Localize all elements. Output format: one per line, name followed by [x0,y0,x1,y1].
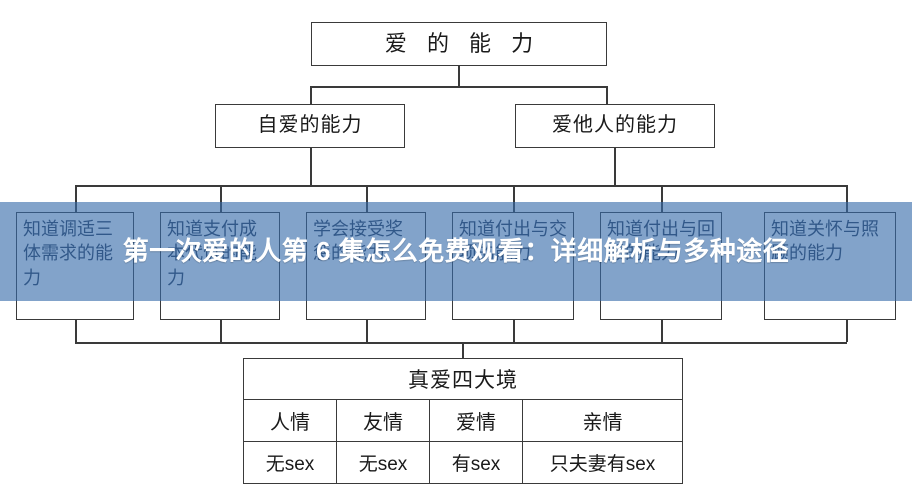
connector-leaf-up-1 [220,320,222,342]
connector-leaf-up-0 [75,320,77,342]
connector-leaf-up-4 [661,320,663,342]
connector-level3-bar [75,185,847,187]
connector-leaf-up-2 [366,320,368,342]
node-love-others-ability: 爱他人的能力 [515,104,715,148]
overlay-headline: 第一次爱的人第 6 集怎么免费观看：详细解析与多种途径 [122,236,790,267]
true-love-table: 真爱四大境 人情 友情 爱情 亲情 无sex 无sex 有sex 只夫妻有sex [243,358,683,484]
connector-leaf-drop-5 [846,185,848,212]
connector-leaf-drop-1 [220,185,222,212]
connector-leaf-drop-0 [75,185,77,212]
table-cell: 爱情 [430,400,523,441]
node-self-love-ability: 自爱的能力 [215,104,405,148]
connector-leaf-drop-3 [513,185,515,212]
connector-level2-right-drop [606,86,608,104]
connector-leaf-up-3 [513,320,515,342]
table-title: 真爱四大境 [244,359,682,400]
table-cell: 人情 [244,400,337,441]
connector-other-down [614,148,616,185]
table-row: 无sex 无sex 有sex 只夫妻有sex [244,442,682,483]
table-cell: 亲情 [582,412,623,434]
connector-leaf-up-5 [846,320,848,342]
connector-leaf-drop-4 [661,185,663,212]
table-cell: 友情 [337,400,430,441]
connector-level2-bar [310,86,607,88]
connector-level2-left-drop [310,86,312,104]
connector-table-down [462,342,464,358]
table-cell: 只夫妻有sex [549,454,656,475]
table-row: 人情 友情 爱情 亲情 [244,400,682,442]
connector-root-down [458,66,460,86]
overlay-banner: 第一次爱的人第 6 集怎么免费观看：详细解析与多种途径 [0,202,912,301]
connector-self-down [310,148,312,185]
connector-leaf-drop-2 [366,185,368,212]
table-cell: 无sex [337,442,430,483]
table-cell: 有sex [430,442,523,483]
connector-bottom-bar [75,342,847,344]
table-cell: 无sex [244,442,337,483]
node-root-ability: 爱 的 能 力 [311,22,607,66]
